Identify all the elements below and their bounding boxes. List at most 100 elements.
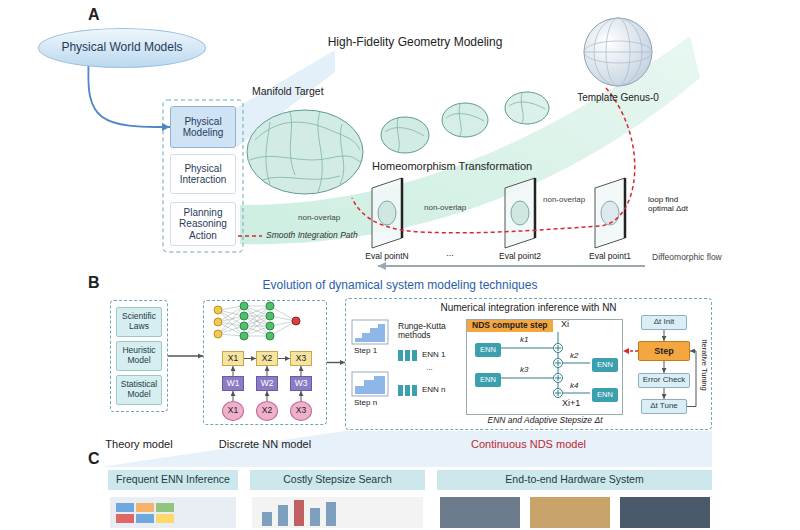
k-label: k1 <box>520 336 528 345</box>
compute-panel: NDS compute stepENNENNENNENN <box>466 319 623 415</box>
eval-label: Eval point2 <box>499 252 541 261</box>
node-text: X1 <box>228 354 238 364</box>
node-text: ENN <box>597 391 613 399</box>
enn-box: ENN <box>592 388 618 402</box>
search-panel <box>252 497 423 528</box>
method-label: Runge-Kutta methods <box>398 322 460 341</box>
k-line <box>563 363 591 364</box>
brain-mesh <box>247 110 363 194</box>
panel-letter: B <box>88 274 100 292</box>
state-box: X2 <box>256 351 278 366</box>
template-sphere <box>584 18 652 86</box>
node-text: X1 <box>228 406 238 416</box>
k-line <box>499 378 554 379</box>
connector-arrow <box>664 361 665 373</box>
node-text: X3 <box>296 354 306 364</box>
enn-icon <box>412 385 417 396</box>
enn-icon <box>412 350 417 361</box>
enn-label: ENN 1 <box>422 351 446 360</box>
hidden-neuron <box>266 322 274 330</box>
enn-icon <box>405 385 410 396</box>
flow-arrow <box>378 265 645 267</box>
challenge-header: Costly Stepsize Search <box>250 470 425 490</box>
input-neuron <box>214 330 222 338</box>
hidden-neuron <box>240 312 248 320</box>
group-outline <box>163 100 243 252</box>
bar <box>294 500 304 526</box>
connector-arrow <box>267 391 268 401</box>
node-text: W1 <box>227 379 240 389</box>
sphere-parallel <box>584 41 652 63</box>
heat-cell <box>136 503 154 512</box>
category-box: Physical Interaction <box>170 154 236 194</box>
k-line <box>499 348 554 349</box>
connector-arrow <box>301 366 302 376</box>
legend-line <box>238 235 262 237</box>
k-label: k3 <box>520 366 528 375</box>
panel-letter: A <box>88 6 100 24</box>
connector-arrow <box>233 366 234 376</box>
legend-text: Smooth Integration Path <box>266 230 358 240</box>
connector-arrow <box>664 330 665 341</box>
figure-label: Manifold Target <box>252 86 324 98</box>
node-text: W2 <box>261 379 274 389</box>
theory-box: Heuristic Model <box>116 341 162 371</box>
figure-label: Homeomorphism Transformation <box>372 160 532 172</box>
panel-label: NDS compute step <box>467 320 553 332</box>
enn-box: ENN <box>475 373 501 387</box>
node-text: Frequent ENN Inference <box>116 474 230 486</box>
connector-arrow <box>623 350 638 351</box>
input-neuron <box>214 306 222 314</box>
panel-label: Numerical integration inference with NN <box>346 302 711 313</box>
bar <box>326 502 336 526</box>
brain-slice <box>511 201 529 225</box>
brain-mesh <box>505 92 549 124</box>
hardware-photo <box>530 497 610 528</box>
flow-label: Diffeomorphic flow <box>652 253 722 262</box>
eval-plane <box>372 178 402 248</box>
input-neuron <box>214 318 222 326</box>
input-circle: X2 <box>256 401 278 421</box>
node-text: ENN <box>480 376 496 384</box>
enn-box: ENN <box>592 358 618 372</box>
heat-cell <box>116 514 134 523</box>
eval-plane <box>505 178 535 248</box>
loop-label: Iterative Tuning <box>700 339 708 390</box>
challenge-header: End-to-end Hardware System <box>437 470 712 490</box>
eval-plane-edge <box>534 178 537 238</box>
hidden-neuron <box>266 332 274 340</box>
weight-box: W2 <box>256 376 278 391</box>
sphere-slice <box>601 201 619 225</box>
heat-cell <box>116 503 134 512</box>
connector-arrow <box>168 355 203 356</box>
enn-label: ENN n <box>422 386 446 395</box>
process-box: Error Check <box>638 373 690 388</box>
node-text: Step <box>654 346 674 356</box>
category-box: Physical Modeling <box>170 106 236 148</box>
heat-cell <box>156 503 174 512</box>
enn-icon <box>398 385 403 396</box>
node-text: Planning Reasoning Action <box>173 207 233 241</box>
step-area <box>355 376 385 394</box>
step-label: Step n <box>354 399 377 408</box>
annotation: non-overlap <box>298 214 340 223</box>
process-box: Δt Tune <box>641 399 687 414</box>
connector-arrow <box>267 366 268 376</box>
node-text: ENN <box>597 361 613 369</box>
node-text: X3 <box>296 406 306 416</box>
annotation: non-overlap <box>543 196 585 205</box>
model-ellipse: Physical World Models <box>38 28 206 68</box>
hidden-neuron <box>240 332 248 340</box>
connector-arrow <box>88 66 170 127</box>
process-box: Δt Init <box>641 315 687 330</box>
node-text: Physical Modeling <box>173 116 233 138</box>
eval-label: Eval pointN <box>365 252 408 261</box>
output-neuron <box>292 317 300 325</box>
eval-label: Eval point1 <box>589 252 631 261</box>
bar <box>262 512 272 526</box>
node-text: W3 <box>295 379 308 389</box>
panel-caption: ENN and Adaptive Stepsize Δt <box>487 416 602 425</box>
connector-arrow <box>278 358 290 359</box>
state-box: X1 <box>222 351 244 366</box>
challenge-header: Frequent ENN Inference <box>108 470 238 490</box>
